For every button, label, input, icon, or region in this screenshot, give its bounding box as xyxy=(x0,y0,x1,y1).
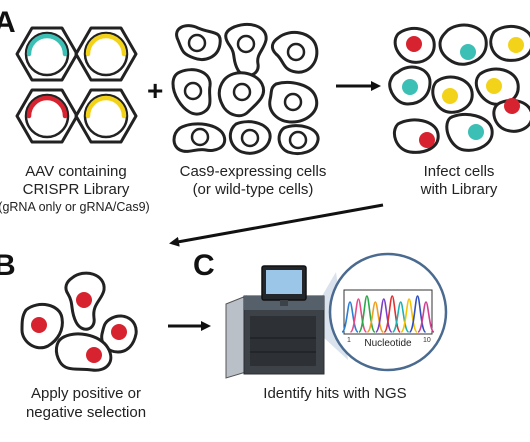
gene-marker-teal xyxy=(468,124,484,140)
nucleus-icon xyxy=(232,82,252,102)
nucleus-icon xyxy=(190,127,210,147)
axis-tick-end: 10 xyxy=(423,337,431,344)
nucleus-icon xyxy=(187,33,207,53)
hexagon-virus-icon xyxy=(74,26,138,82)
capsid-genome xyxy=(83,93,129,139)
hexagon-virus-icon xyxy=(15,26,79,82)
chromatogram-peak xyxy=(408,295,427,333)
axis-label-nucleotide: Nucleotide xyxy=(364,338,412,349)
chromatogram-peak xyxy=(341,301,359,333)
magnifier-icon: 1 10 Nucleotide xyxy=(328,252,448,372)
step2-caption-line2: (or wild-type cells) xyxy=(193,181,314,198)
nucleus-icon xyxy=(286,42,306,62)
gene-marker-yellow xyxy=(508,37,524,53)
chromatogram-peak xyxy=(417,301,435,333)
step2-caption-line1: Cas9-expressing cells xyxy=(180,163,327,180)
gene-marker-yellow xyxy=(442,88,458,104)
chromatogram-peak xyxy=(374,298,393,333)
nucleus-icon xyxy=(288,130,308,150)
panel-letter-b: B xyxy=(0,249,16,282)
gene-marker-teal xyxy=(402,79,418,95)
panel-letter-c: C xyxy=(193,249,215,282)
gene-marker-red xyxy=(504,98,520,114)
grna-insert xyxy=(26,95,68,119)
step3-caption-line2: with Library xyxy=(420,181,498,198)
nucleus-icon xyxy=(183,81,203,101)
gene-marker-red xyxy=(406,36,422,52)
chromatogram-peak xyxy=(383,295,402,333)
panel-letter-a: A xyxy=(0,6,16,39)
nucleus-icon xyxy=(236,34,256,54)
gene-marker-red xyxy=(419,132,435,148)
gene-marker-red xyxy=(111,324,127,340)
hexagon-virus-icon xyxy=(15,88,79,144)
capsid-genome xyxy=(24,31,70,77)
step1-caption-line2: CRISPR Library xyxy=(23,181,130,198)
chromatogram-peak xyxy=(400,298,418,333)
grna-insert xyxy=(85,95,127,119)
step1-caption-line1: AAV containing xyxy=(25,163,126,180)
gene-marker-red xyxy=(31,317,47,333)
chromatogram-peak xyxy=(366,301,385,333)
step3-caption-line1: Infect cells xyxy=(424,163,495,180)
cell-icon xyxy=(492,99,530,133)
chromatogram-peak xyxy=(391,301,410,333)
gene-marker-yellow xyxy=(486,78,502,94)
capsid-genome xyxy=(83,31,129,77)
arrow-return xyxy=(169,203,384,247)
grna-insert xyxy=(85,33,127,57)
axis-tick-start: 1 xyxy=(347,337,351,344)
capsid-genome xyxy=(24,93,70,139)
gene-marker-red xyxy=(76,292,92,308)
step4-caption-line2: negative selection xyxy=(26,404,146,421)
step4-caption-line1: Apply positive or xyxy=(31,385,141,402)
cas9-cells-group xyxy=(171,23,320,155)
chromatogram xyxy=(341,289,435,335)
plus-sign: + xyxy=(147,75,163,106)
cell-icon xyxy=(438,23,488,66)
gene-marker-red xyxy=(86,347,102,363)
nucleus-icon xyxy=(240,128,260,148)
aav-library-group xyxy=(15,26,138,144)
hexagon-virus-icon xyxy=(74,88,138,144)
nucleus-icon xyxy=(283,92,303,112)
grna-insert xyxy=(26,33,68,57)
step1-caption-line3: (gRNA only or gRNA/Cas9) xyxy=(0,200,150,214)
selected-cells-group xyxy=(20,271,138,372)
chromatogram-peak xyxy=(349,298,368,333)
gene-marker-teal xyxy=(460,44,476,60)
chromatogram-peak xyxy=(358,295,376,333)
infected-cells-group xyxy=(388,23,530,154)
step5-caption-line1: Identify hits with NGS xyxy=(263,385,406,402)
